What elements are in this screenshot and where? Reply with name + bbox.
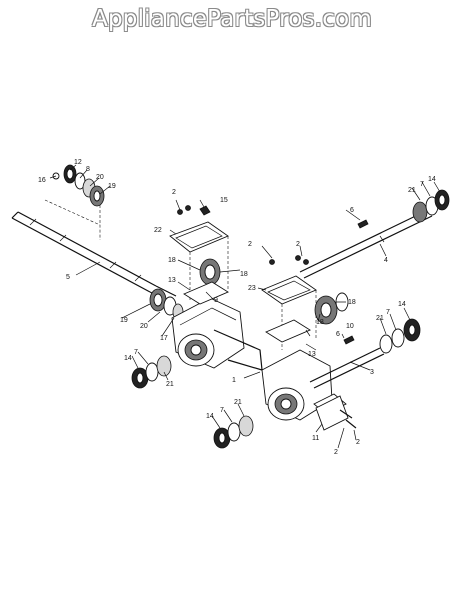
callout-7a: 7 bbox=[134, 349, 138, 356]
callout-21c: 21 bbox=[408, 187, 416, 194]
callout-10: 10 bbox=[346, 323, 354, 330]
axle-shaft-4 bbox=[299, 189, 450, 279]
callout-7d: 7 bbox=[220, 407, 224, 414]
callout-2e: 2 bbox=[356, 439, 360, 446]
callout-9: 9 bbox=[214, 297, 218, 304]
callout-19b: 19 bbox=[120, 317, 128, 324]
callout-2b: 2 bbox=[248, 241, 252, 248]
callout-3: 3 bbox=[370, 369, 374, 376]
callout-5: 5 bbox=[66, 274, 70, 281]
callout-6b: 6 bbox=[336, 331, 340, 338]
callout-6a: 6 bbox=[350, 207, 354, 214]
callout-23: 23 bbox=[248, 285, 256, 292]
left-top-cover bbox=[169, 205, 229, 300]
callout-17: 17 bbox=[160, 335, 168, 342]
cover-plate-11 bbox=[315, 395, 357, 431]
callout-4: 4 bbox=[384, 257, 388, 264]
callout-20: 20 bbox=[96, 174, 104, 181]
watermark-text: AppliancePartsPros.com bbox=[92, 6, 372, 32]
callout-21d: 21 bbox=[234, 399, 242, 406]
callout-11: 11 bbox=[312, 435, 319, 442]
callout-16: 16 bbox=[38, 177, 46, 184]
callout-13b: 13 bbox=[308, 351, 316, 358]
seal-group-top-left bbox=[44, 164, 105, 240]
callout-2d: 2 bbox=[334, 449, 338, 456]
callout-13a: 13 bbox=[168, 277, 176, 284]
callout-15: 15 bbox=[220, 197, 228, 204]
left-gear-housing bbox=[171, 297, 263, 371]
callout-22: 22 bbox=[154, 227, 162, 234]
callout-19: 19 bbox=[108, 183, 116, 190]
callout-18a: 18 bbox=[168, 257, 176, 264]
callout-21a: 21 bbox=[166, 381, 174, 388]
left-bearing-18 bbox=[183, 258, 229, 305]
callout-14c: 14 bbox=[428, 176, 436, 183]
callout-18b: 18 bbox=[240, 271, 248, 278]
callout-labels: 16 12 8 20 19 5 2 15 22 2 2 18 18 13 9 2… bbox=[38, 159, 436, 456]
callout-20b: 20 bbox=[140, 323, 148, 330]
callout-14b: 14 bbox=[398, 301, 406, 308]
right-top-cover bbox=[261, 255, 317, 350]
callout-12: 12 bbox=[74, 159, 82, 166]
callout-2: 2 bbox=[172, 189, 176, 196]
shaft-gear-group bbox=[149, 288, 184, 321]
callout-1: 1 bbox=[232, 377, 236, 384]
seal-group-left-lower bbox=[131, 355, 172, 389]
callout-18c: 18 bbox=[348, 299, 356, 306]
callout-7c: 7 bbox=[420, 181, 424, 188]
callout-14a: 14 bbox=[124, 355, 132, 362]
callout-2c: 2 bbox=[296, 241, 300, 248]
callout-8: 8 bbox=[86, 166, 90, 173]
callout-14d: 14 bbox=[206, 413, 214, 420]
callout-18d: 18 bbox=[316, 319, 324, 326]
axle-shaft-5 bbox=[11, 211, 177, 303]
leader-lines bbox=[49, 164, 441, 449]
callout-7b: 7 bbox=[386, 309, 390, 316]
seal-group-bottom bbox=[213, 415, 254, 449]
axle-shaft-3 bbox=[309, 318, 421, 389]
callout-21b: 21 bbox=[376, 315, 384, 322]
